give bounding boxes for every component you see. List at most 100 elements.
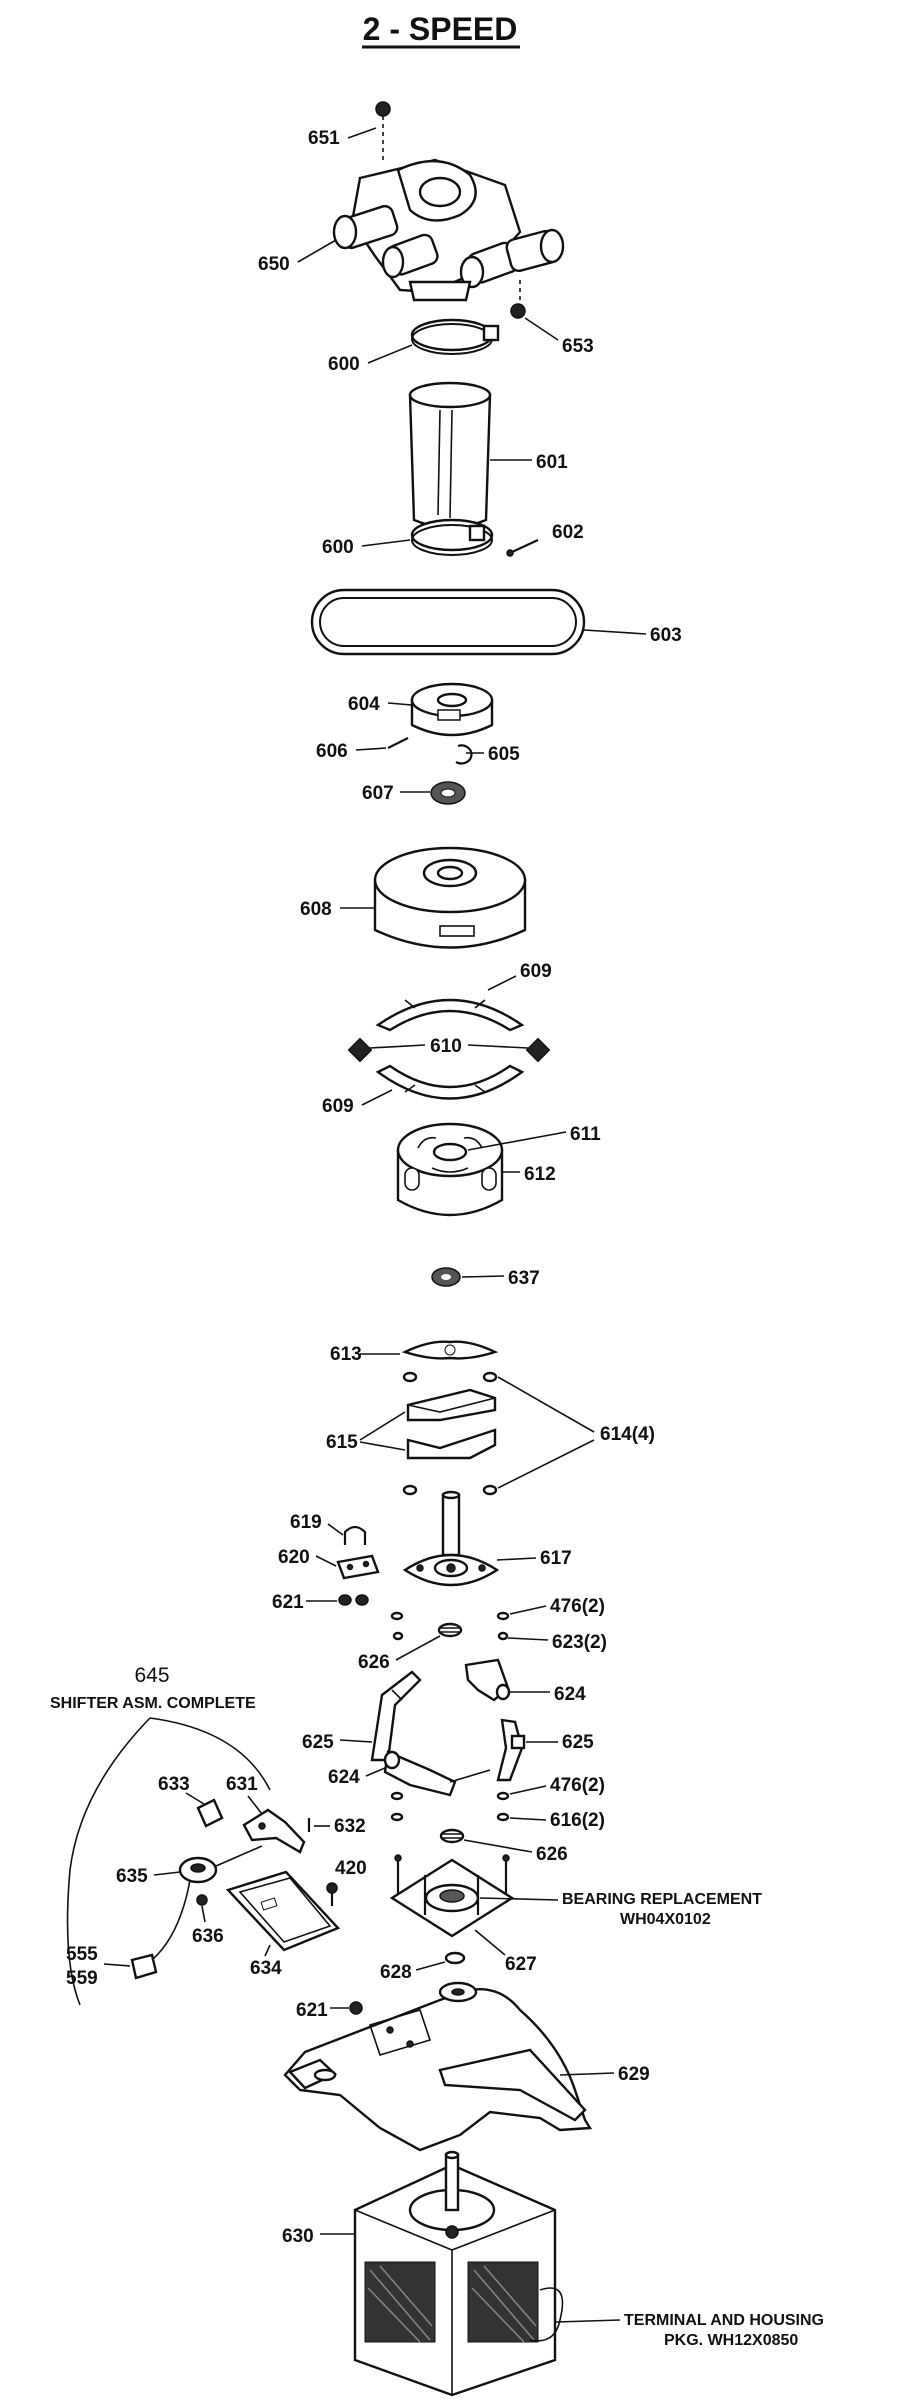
leader-610-right — [467, 1044, 529, 1049]
label-631: 631 — [226, 1774, 258, 1795]
label-633: 633 — [158, 1774, 190, 1795]
leader-476-bottom — [509, 1785, 547, 1795]
leader-600-bottom — [361, 539, 411, 547]
leader-603 — [583, 629, 647, 635]
leader-624-bottom — [365, 1767, 386, 1777]
bearing-607 — [430, 781, 466, 805]
nut-637 — [431, 1267, 461, 1287]
leader-606 — [355, 747, 387, 751]
motor-630 — [353, 2150, 564, 2397]
label-617: 617 — [540, 1548, 572, 1569]
label-627: 627 — [505, 1954, 537, 1975]
washers-614 — [402, 1371, 498, 1496]
bracket-634 — [225, 1870, 341, 1952]
ring-628 — [444, 1951, 466, 1965]
label-605: 605 — [488, 744, 520, 765]
leader-615-a — [359, 1411, 406, 1441]
leader-628 — [415, 1961, 446, 1971]
shoe-625-left — [370, 1670, 422, 1762]
label-601: 601 — [536, 452, 568, 473]
label-602: 602 — [552, 522, 584, 543]
nuts-621-top — [338, 1594, 369, 1606]
leader-651 — [347, 127, 377, 139]
label-559: 559 — [66, 1968, 98, 1989]
label-634: 634 — [250, 1958, 282, 1979]
hub-612 — [396, 1122, 504, 1217]
slider-633 — [196, 1798, 224, 1828]
actuator-635 — [178, 1845, 263, 1884]
diagram-title: 2 - SPEED — [363, 11, 518, 47]
screw-653 — [510, 280, 526, 319]
label-616: 616(2) — [550, 1810, 605, 1831]
leader-625-left — [339, 1739, 373, 1743]
label-624-bottom: 624 — [328, 1767, 360, 1788]
label-625-right: 625 — [562, 1732, 594, 1753]
clamp-600-bottom — [410, 518, 494, 556]
leader-631 — [247, 1795, 263, 1815]
label-612: 612 — [524, 1164, 556, 1185]
screw-651 — [375, 101, 391, 160]
label-603: 603 — [650, 625, 682, 646]
label-620: 620 — [278, 1547, 310, 1568]
bearing-note-line1: BEARING REPLACEMENT — [562, 1891, 762, 1908]
label-600-bottom: 600 — [322, 537, 354, 558]
label-626-top: 626 — [358, 1652, 390, 1673]
leader-600-top — [367, 344, 413, 364]
label-630: 630 — [282, 2226, 314, 2247]
shifter-number: 645 — [134, 1664, 169, 1687]
terminal-note-line2: PKG. WH12X0850 — [664, 2332, 798, 2349]
shifter-bracket — [66, 1717, 271, 2006]
label-637: 637 — [508, 1268, 540, 1289]
label-632: 632 — [334, 1816, 366, 1837]
label-621-top: 621 — [272, 1592, 304, 1613]
label-626-bottom: 626 — [536, 1844, 568, 1865]
label-609-top: 609 — [520, 961, 552, 982]
leader-626-bottom — [463, 1839, 533, 1853]
label-623: 623(2) — [552, 1632, 607, 1653]
label-621-bottom: 621 — [296, 2000, 328, 2021]
screws-623 — [392, 1631, 509, 1641]
label-636: 636 — [192, 1926, 224, 1947]
screw-420 — [326, 1882, 338, 1906]
label-555: 555 — [66, 1944, 98, 1965]
arm-631 — [242, 1808, 306, 1854]
switch-555-559 — [130, 1879, 191, 1980]
lever-624-top-right — [464, 1658, 511, 1702]
label-613: 613 — [330, 1344, 362, 1365]
shoe-625-right — [496, 1718, 526, 1782]
leader-611 — [467, 1131, 567, 1151]
leader-616 — [509, 1817, 547, 1821]
leader-636 — [201, 1905, 206, 1923]
leader-629 — [559, 2072, 615, 2076]
shoe-609-bottom — [375, 1064, 525, 1100]
leader-635 — [153, 1871, 181, 1876]
label-610: 610 — [430, 1036, 462, 1057]
leader-653 — [524, 317, 559, 341]
leader-615-b — [359, 1441, 406, 1451]
leader-650 — [297, 239, 337, 263]
label-629: 629 — [618, 2064, 650, 2085]
label-607: 607 — [362, 783, 394, 804]
nut-621-bottom — [349, 2001, 363, 2015]
hose-601 — [408, 381, 492, 529]
leader-614-a — [497, 1376, 595, 1433]
leader-634 — [264, 1944, 271, 1957]
pump-650 — [332, 158, 565, 302]
leader-476-top — [509, 1605, 547, 1615]
label-606: 606 — [316, 741, 348, 762]
ring-605 — [455, 744, 473, 765]
spring-626-top — [437, 1622, 463, 1638]
label-650: 650 — [258, 254, 290, 275]
label-625-left: 625 — [302, 1732, 334, 1753]
leader-555 — [103, 1963, 131, 1967]
leader-626-top — [395, 1635, 441, 1661]
label-624-top: 624 — [554, 1684, 586, 1705]
label-614: 614(4) — [600, 1424, 655, 1445]
label-600-top: 600 — [328, 354, 360, 375]
base-plate-629 — [283, 1981, 593, 2152]
bearing-plate-627 — [389, 1854, 515, 1938]
label-611: 611 — [570, 1124, 601, 1145]
leader-637 — [461, 1275, 505, 1278]
label-604: 604 — [348, 694, 380, 715]
